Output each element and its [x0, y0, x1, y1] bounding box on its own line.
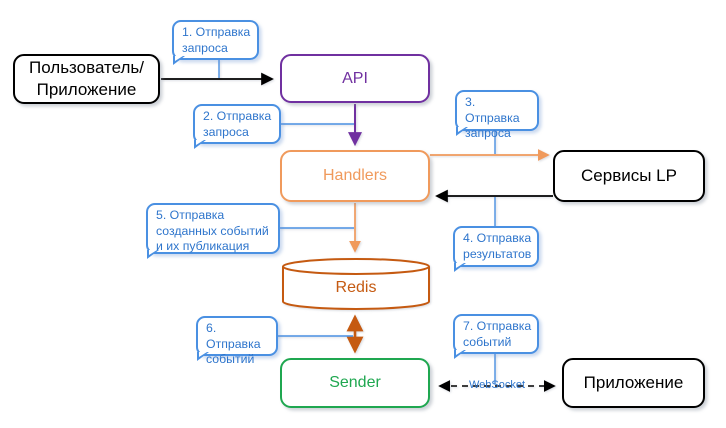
node-redis-cylinder: [282, 258, 430, 310]
node-sender: Sender: [280, 358, 430, 408]
callout-5-send-created-events: 5. Отправка созданных событий и их публи…: [146, 203, 280, 259]
callout-tail: [454, 350, 466, 359]
callout-tail: [194, 140, 206, 149]
node-api: API: [280, 54, 430, 103]
callout-tail: [147, 250, 159, 259]
callout-6-send-events: 6. Отправка событий: [196, 316, 278, 366]
node-api-label: API: [342, 69, 368, 87]
node-services-lp-label: Сервисы LP: [581, 165, 677, 185]
callout-tail: [173, 56, 185, 65]
websocket-edge-label: WebSocket: [468, 379, 526, 391]
node-handlers: Handlers: [280, 150, 430, 202]
callout-4-send-results: 4. Отправка результатов: [453, 226, 539, 272]
callout-7-send-events: 7. Отправка событий: [453, 314, 539, 359]
node-app: Приложение: [562, 358, 705, 408]
callout-tail: [454, 263, 466, 272]
callout-tail: [197, 352, 209, 361]
node-sender-label: Sender: [329, 374, 381, 392]
node-app-label: Приложение: [583, 372, 684, 392]
node-handlers-label: Handlers: [322, 167, 388, 185]
callout-3-send-request: 3. Отправка запроса: [455, 90, 539, 140]
node-redis-label: Redis: [335, 279, 377, 296]
node-user: Пользователь/ Приложение: [13, 54, 160, 104]
node-user-label: Пользователь/ Приложение: [28, 57, 145, 99]
node-services-lp: Сервисы LP: [553, 150, 705, 202]
callout-1-send-request: 1. Отправка запроса: [172, 20, 259, 65]
callout-2-send-request: 2. Отправка запроса: [193, 104, 281, 149]
callout-tail: [456, 127, 468, 136]
